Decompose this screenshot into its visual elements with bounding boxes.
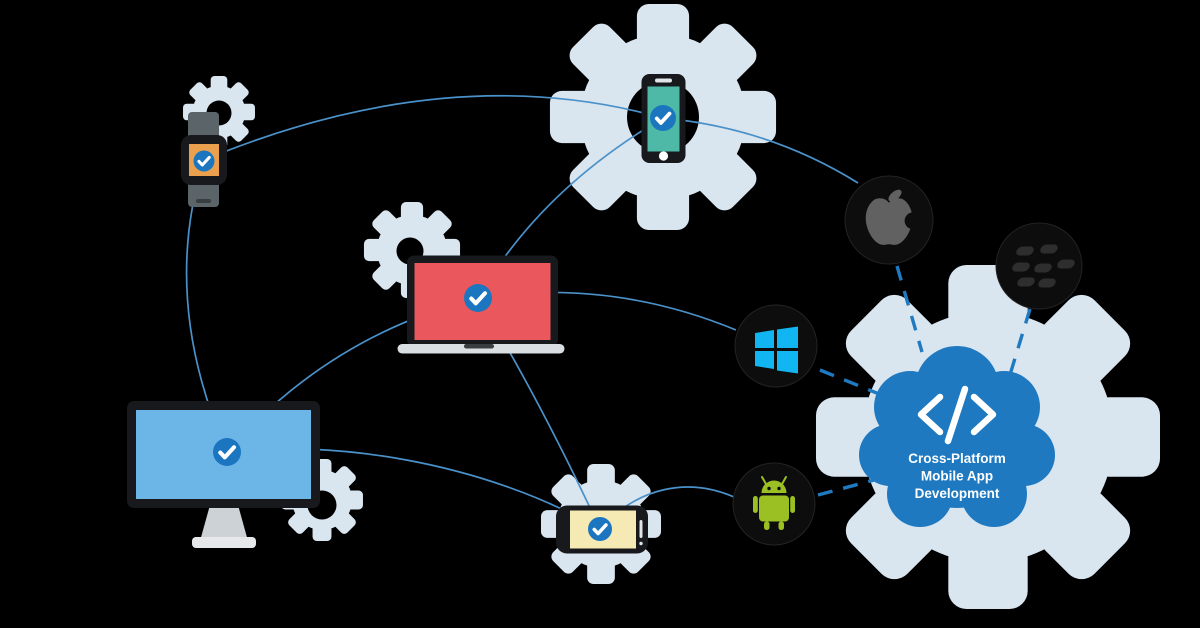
line-topphone-apple bbox=[662, 117, 859, 184]
phone-top-home-button bbox=[658, 151, 669, 161]
code-brackets-icon bbox=[917, 385, 997, 445]
apple-icon bbox=[865, 189, 922, 245]
blackberry-icon bbox=[1012, 244, 1075, 288]
watch-strap-bottom bbox=[188, 180, 219, 207]
dash-blackberry-cloud bbox=[1007, 308, 1032, 379]
phone-bottom-speaker bbox=[639, 520, 643, 538]
laptop-base bbox=[397, 344, 565, 354]
watch-strap-top bbox=[188, 112, 219, 140]
check-badge-laptop bbox=[464, 284, 492, 312]
connector-dashes bbox=[817, 265, 1032, 497]
check-badge-watch bbox=[191, 148, 217, 174]
cloud-label-line-2: Mobile App bbox=[921, 469, 993, 484]
platform-windows bbox=[734, 304, 818, 388]
laptop-base-notch bbox=[464, 344, 494, 349]
check-badge-bottomphone bbox=[586, 515, 614, 543]
windows-circle bbox=[734, 304, 818, 388]
monitor-stand-base bbox=[192, 537, 256, 548]
cloud-label-line-1: Cross-Platform bbox=[908, 451, 1006, 466]
platform-blackberry bbox=[995, 222, 1083, 310]
cloud-label-line-3: Development bbox=[915, 486, 1000, 501]
watch-strap-notch bbox=[196, 199, 211, 203]
line-watch-topphone bbox=[203, 94, 664, 161]
check-badge-topphone bbox=[648, 103, 678, 133]
monitor-stand-neck bbox=[200, 505, 248, 541]
check-badge-monitor bbox=[213, 438, 241, 466]
cloud-label: Cross-Platform Mobile App Development bbox=[908, 451, 1006, 501]
dash-apple-cloud bbox=[895, 265, 924, 353]
dash-windows-cloud bbox=[819, 368, 885, 398]
platform-android bbox=[732, 462, 816, 546]
android-icon bbox=[753, 476, 795, 530]
windows-icon bbox=[755, 326, 798, 374]
platform-apple bbox=[844, 175, 934, 265]
phone-top-speaker bbox=[655, 78, 672, 83]
dash-android-cloud bbox=[817, 477, 879, 497]
phone-bottom-camera-dot bbox=[639, 541, 643, 546]
